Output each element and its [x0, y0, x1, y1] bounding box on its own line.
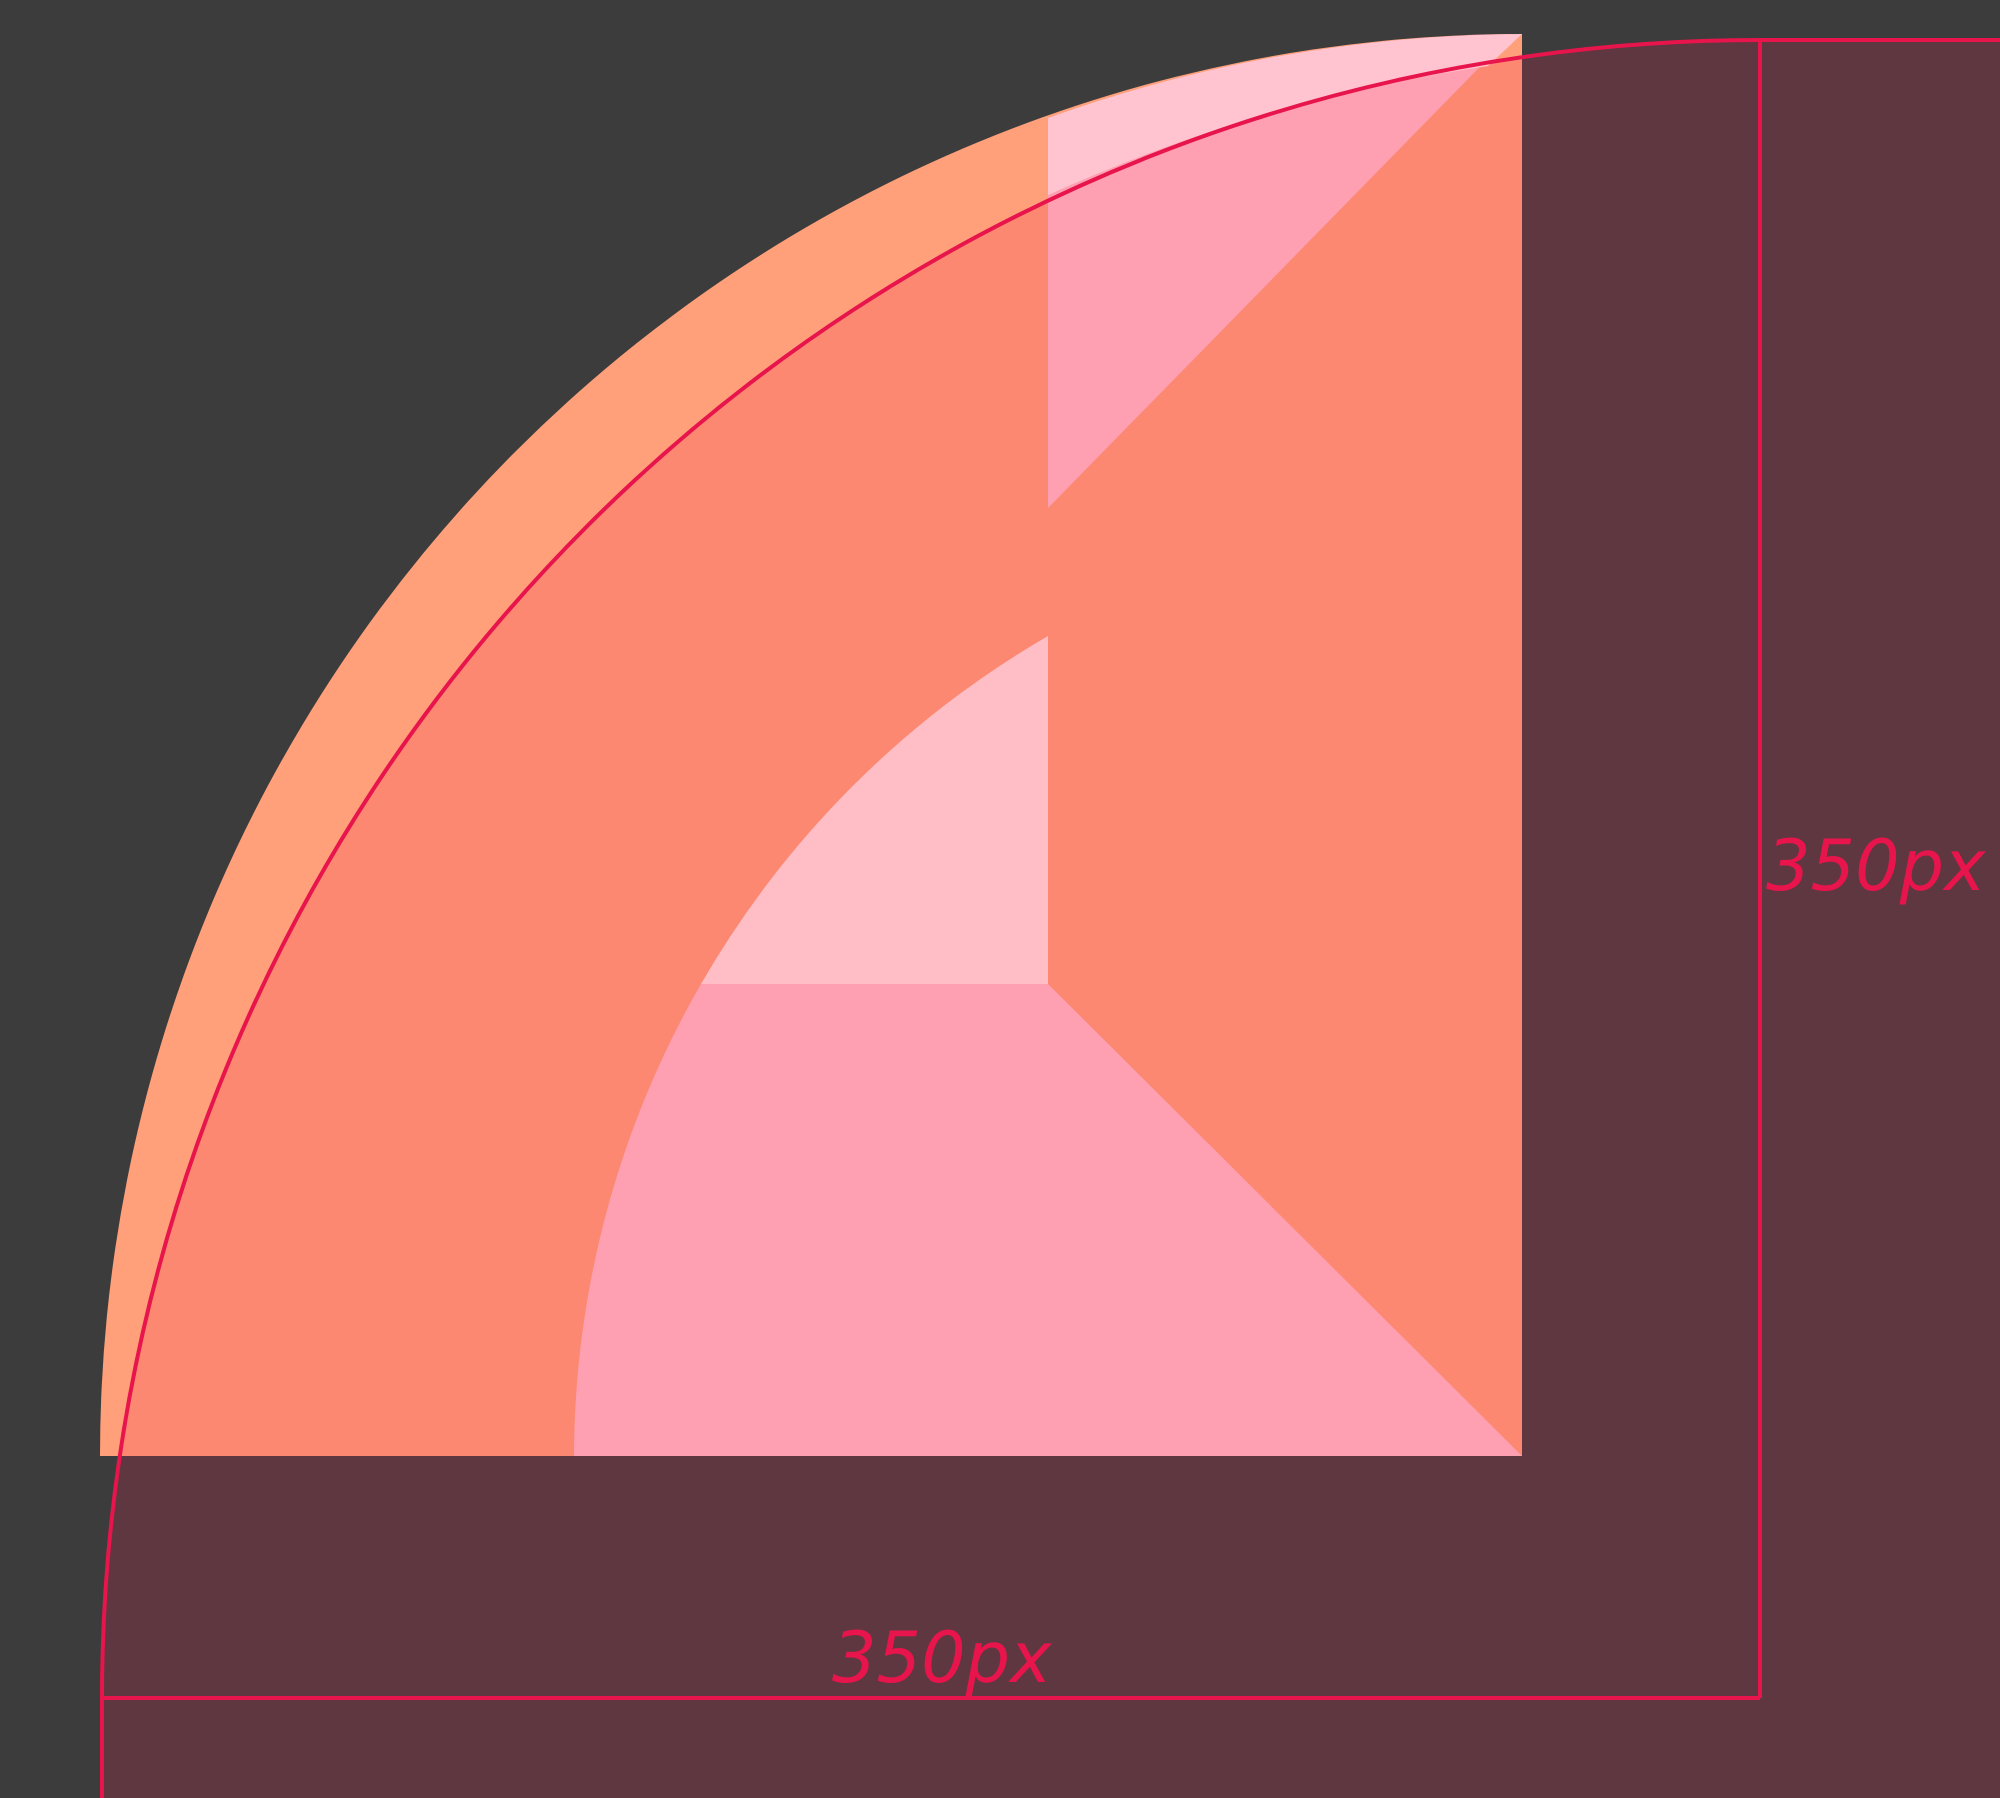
top-tip-sliver	[1048, 34, 1522, 195]
height-dimension-label: 350px	[1766, 825, 1986, 907]
inner-light-wedge	[701, 636, 1048, 984]
reference-circle-arc	[100, 38, 2000, 1798]
body-shape	[119, 57, 1522, 1456]
width-dimension-label: 350px	[832, 1617, 1052, 1699]
inner-quarter-shape	[574, 984, 1522, 1456]
